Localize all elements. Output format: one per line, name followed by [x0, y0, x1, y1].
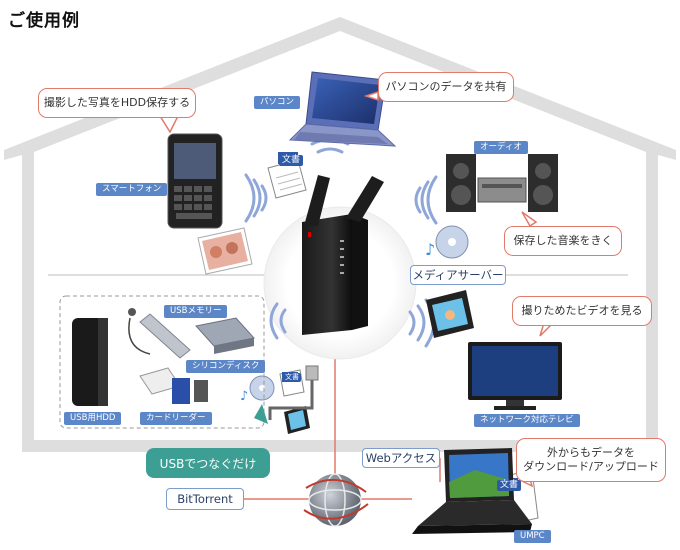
tv-icon [468, 342, 562, 410]
usb-hdd-icon [72, 318, 108, 406]
tag-card-reader: カードリーダー [140, 412, 212, 425]
callout-video: 撮りためたビデオを見る [512, 296, 652, 326]
internet-globe-icon [303, 473, 369, 527]
bittorrent-box: BitTorrent [166, 488, 244, 510]
callout-music: 保存した音楽をきく [504, 226, 622, 256]
web-access-box: Webアクセス [362, 448, 440, 468]
media-server-box: メディアサーバー [410, 265, 506, 285]
usb-connect-badge: USBでつなぐだけ [146, 448, 270, 478]
laptop-icon [288, 71, 397, 147]
callout-download-line1: 外からもデータを [547, 446, 635, 459]
callout-pc-share: パソコンのデータを共有 [378, 72, 514, 102]
callout-download: 外からもデータを ダウンロード/アップロード [516, 438, 666, 482]
tag-usb-memory: USBメモリー [164, 305, 228, 318]
card-reader-icon [139, 367, 208, 404]
tag-smartphone: スマートフォン [96, 183, 168, 196]
tag-network-tv: ネットワーク対応テレビ [474, 414, 580, 427]
audio-speakers-icon [446, 154, 558, 212]
tag-audio: オーディオ [474, 141, 528, 154]
umpc-icon [412, 448, 532, 534]
svg-text:♪: ♪ [425, 240, 435, 259]
callout-download-line2: ダウンロード/アップロード [523, 460, 659, 473]
doc-badge: 文書 [283, 373, 301, 382]
tag-umpc: UMPC [514, 530, 551, 543]
doc-badge: 文書 [279, 155, 304, 166]
tag-silicon-disk: シリコンディスク [186, 360, 266, 373]
silicon-disk-icon [195, 317, 255, 354]
svg-text:♪: ♪ [240, 389, 248, 404]
photo-icon [197, 227, 253, 275]
usb-cable [268, 365, 319, 420]
usb-memory-icon [128, 308, 191, 359]
smartphone-icon [167, 133, 223, 229]
doc-badge: 文書 [497, 480, 522, 491]
router [302, 175, 384, 335]
video-film-icon [426, 290, 474, 338]
callout-photo-save: 撮影した写真をHDD保存する [38, 88, 196, 118]
cd-music-icon: ♪ [425, 225, 469, 259]
video-film-icon [284, 406, 310, 434]
usb-callout-tail [254, 404, 268, 424]
tag-usb-hdd: USB用HDD [64, 412, 122, 425]
page-title: ご使用例 [8, 11, 80, 31]
tag-pc: パソコン [254, 96, 301, 109]
